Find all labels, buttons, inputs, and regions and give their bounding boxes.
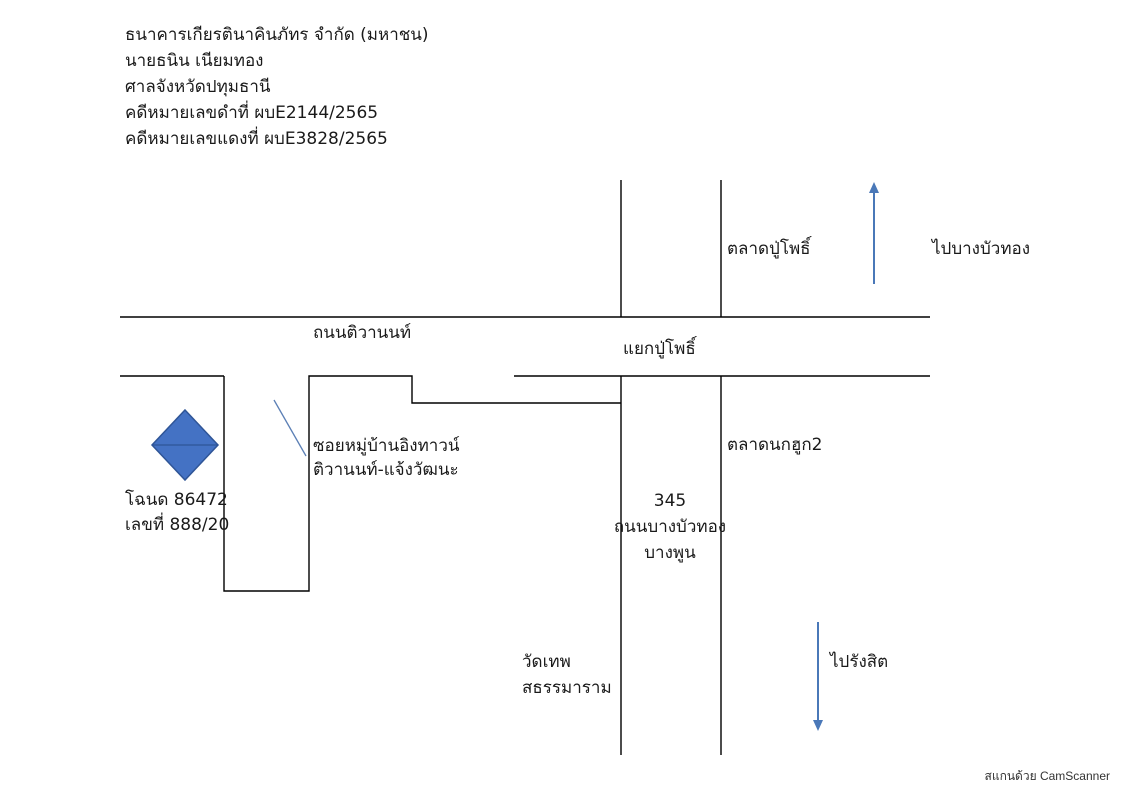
label-market-nokhook: ตลาดนกฮูก2 <box>727 435 823 455</box>
label-temple-line1: วัดเทพ <box>522 652 571 672</box>
header-line-debtor: นายธนิน เนียมทอง <box>125 51 264 71</box>
label-to-bangbuathong: ไปบางบัวทอง <box>932 239 1031 259</box>
label-road-number: 345 <box>653 491 687 511</box>
header-line-bank: ธนาคารเกียรตินาคินภัทร จำกัด (มหาชน) <box>125 25 429 45</box>
case-header: ธนาคารเกียรตินาคินภัทร จำกัด (มหาชน) นาย… <box>125 22 429 152</box>
label-soi-line1: ซอยหมู่บ้านอิงทาวน์ <box>313 436 460 456</box>
header-line-red-case: คดีหมายเลขแดงที่ ผบE3828/2565 <box>125 129 388 149</box>
diamond-icon <box>150 408 220 482</box>
soi-outline <box>223 375 621 592</box>
label-soi-line2: ติวานนท์-แจ้งวัฒนะ <box>313 460 459 480</box>
label-to-rangsit: ไปรังสิต <box>830 652 889 672</box>
label-junction-pupo: แยกปู่โพธิ์ <box>623 339 696 359</box>
label-temple-line2: สธรรมาราม <box>522 678 612 698</box>
label-parcel-number: เลขที่ 888/20 <box>125 515 230 535</box>
label-parcel-deed: โฉนด 86472 <box>125 490 228 510</box>
label-market-pupo: ตลาดปู่โพธิ์ <box>727 239 811 259</box>
arrow-up-icon <box>869 182 879 284</box>
label-road-tiwanon: ถนนติวานนท์ <box>313 323 412 343</box>
scanner-watermark: สแกนด้วย CamScanner <box>984 769 1110 783</box>
label-road-area: บางพูน <box>644 543 696 563</box>
soi-pointer-line <box>273 399 307 457</box>
arrow-down-icon <box>813 622 823 731</box>
label-road-name: ถนนบางบัวทอง <box>613 517 727 537</box>
header-line-black-case: คดีหมายเลขดำที่ ผบE2144/2565 <box>125 103 379 123</box>
header-line-court: ศาลจังหวัดปทุมธานี <box>125 77 271 97</box>
